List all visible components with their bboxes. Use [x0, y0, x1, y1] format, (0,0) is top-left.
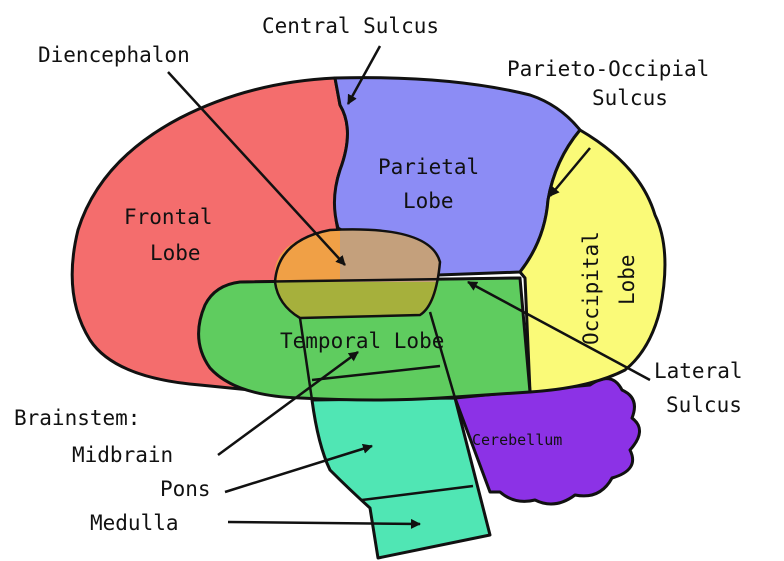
parietal-lobe-label-line2: Lobe	[403, 189, 454, 213]
central-sulcus-label: Central Sulcus	[262, 14, 439, 38]
occipital-lobe-label-line2: Lobe	[615, 254, 639, 305]
medulla-label: Medulla	[90, 511, 179, 535]
diencephalon-overlap-region	[275, 282, 438, 318]
parieto-occipial-label-line2: Sulcus	[592, 86, 668, 110]
parieto-occipial-label-line1: Parieto-Occipial	[507, 57, 709, 81]
diencephalon-label: Diencephalon	[38, 43, 190, 67]
brainstem-label: Brainstem:	[14, 406, 140, 430]
temporal-lobe-label: Temporal Lobe	[280, 329, 444, 353]
lateral-sulcus-label-line2: Sulcus	[666, 393, 742, 417]
occipital-lobe-label-line1: Occipital	[579, 231, 603, 345]
frontal-lobe-label-line1: Frontal	[124, 205, 213, 229]
cerebellum-label: Cerebellum	[472, 431, 562, 449]
frontal-lobe-label-line2: Lobe	[150, 241, 201, 265]
pons-label: Pons	[160, 477, 211, 501]
parietal-lobe-label-line1: Parietal	[378, 155, 479, 179]
midbrain-label: Midbrain	[72, 443, 173, 467]
lateral-sulcus-label-line1: Lateral	[654, 359, 743, 383]
